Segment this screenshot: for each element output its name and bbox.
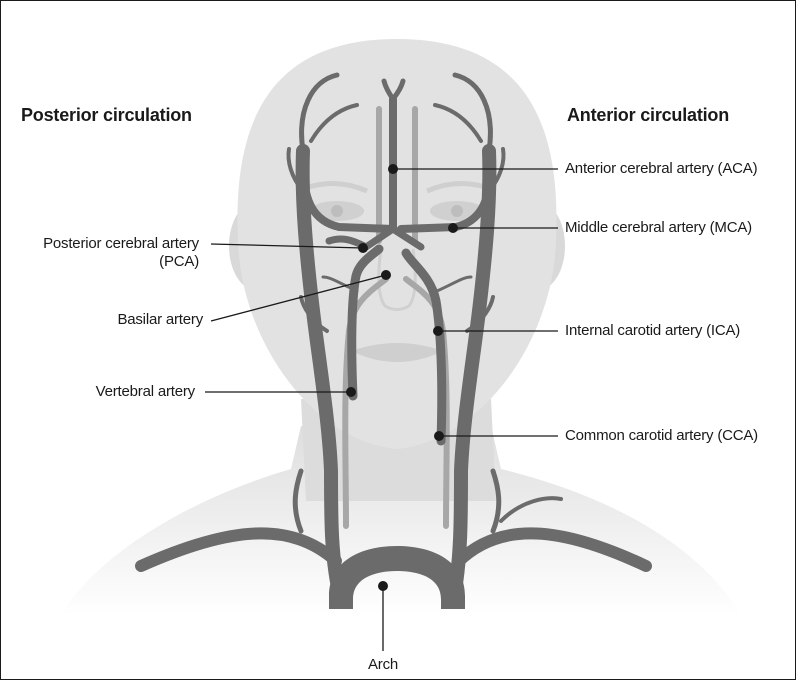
pca-label-line1: Posterior cerebral artery: [43, 235, 199, 253]
mca-label: Middle cerebral artery (MCA): [565, 219, 752, 237]
anterior-circulation-heading: Anterior circulation: [567, 104, 729, 126]
cca-label: Common carotid artery (CCA): [565, 427, 758, 445]
arch-label: Arch: [353, 656, 413, 674]
vertebral-artery-label: Vertebral artery: [96, 383, 195, 401]
ica-label: Internal carotid artery (ICA): [565, 322, 740, 340]
pca-label: Posterior cerebral artery (PCA): [43, 235, 199, 271]
posterior-circulation-heading: Posterior circulation: [21, 104, 192, 126]
basilar-artery-label: Basilar artery: [117, 311, 203, 329]
pca-label-line2: (PCA): [43, 253, 199, 271]
aca-label: Anterior cerebral artery (ACA): [565, 160, 757, 178]
